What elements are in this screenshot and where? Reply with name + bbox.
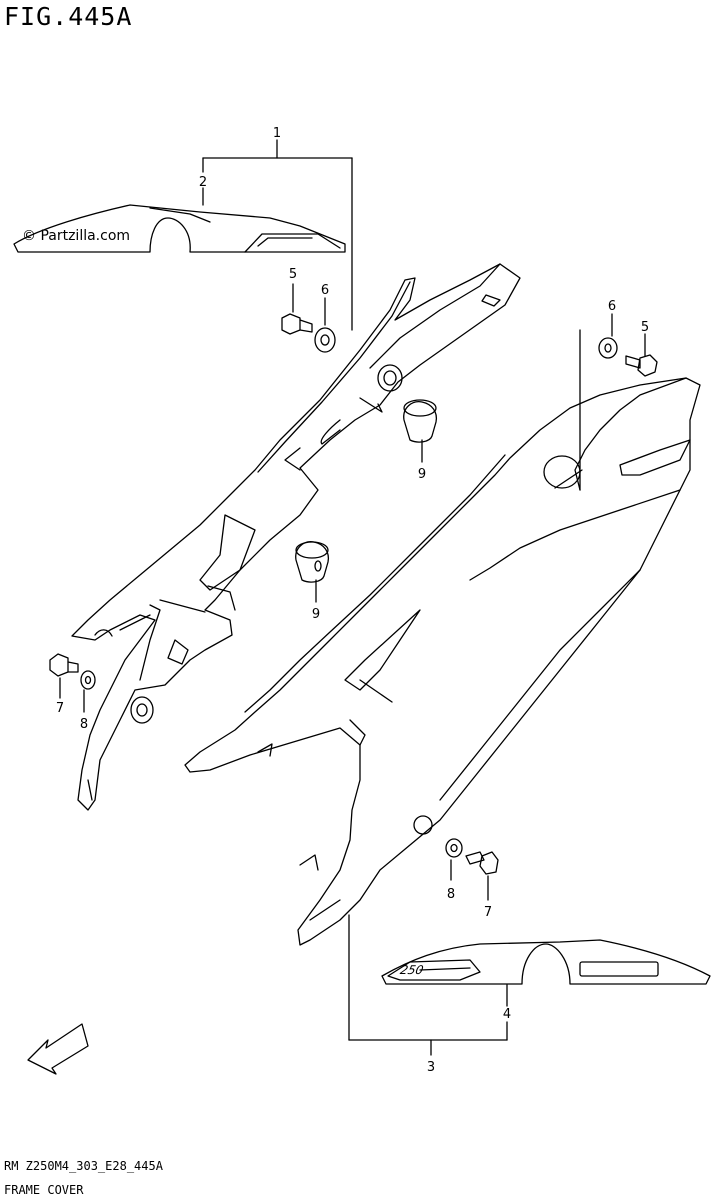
callout-9-lower: 9 xyxy=(312,607,320,622)
callout-6-left: 6 xyxy=(321,283,329,298)
washer-6-right xyxy=(598,313,618,359)
bolt-5-right xyxy=(625,333,658,377)
washer-8-right xyxy=(445,838,463,881)
spacer-9-upper xyxy=(403,399,438,463)
callout-7-left: 7 xyxy=(56,701,64,716)
watermark-text: © Partzilla.com xyxy=(22,228,130,244)
diagram-code: RM Z250M4_303_E28_445A xyxy=(4,1159,163,1173)
washer-6-left xyxy=(314,297,336,353)
frame-cover-left xyxy=(71,263,521,811)
callout-bracket-3 xyxy=(348,914,508,1056)
bolt-5-left xyxy=(281,283,313,335)
frame-cover-right xyxy=(184,329,701,946)
diagram-name: FRAME COVER xyxy=(4,1183,84,1197)
figure-title: FIG.445A xyxy=(4,2,133,31)
callout-7-right: 7 xyxy=(484,905,492,920)
decal-number-text: 250 xyxy=(399,963,425,977)
washer-8-left xyxy=(80,670,96,713)
fwd-label: FWD xyxy=(45,1039,76,1065)
fwd-arrow-icon xyxy=(27,1023,89,1075)
decal-left-part-2 xyxy=(13,204,346,253)
callout-5-left: 5 xyxy=(289,267,297,282)
callout-6-right: 6 xyxy=(608,299,616,314)
callout-4: 4 xyxy=(503,1007,511,1022)
callout-8-right: 8 xyxy=(447,887,455,902)
callout-5-right: 5 xyxy=(641,320,649,335)
callout-9-upper: 9 xyxy=(418,467,426,482)
callout-8-left: 8 xyxy=(80,717,88,732)
callout-bracket-1 xyxy=(202,139,353,331)
bolt-7-left xyxy=(49,653,79,699)
bolt-7-right xyxy=(465,851,499,901)
spacer-9-lower xyxy=(295,541,330,603)
callout-3: 3 xyxy=(427,1060,435,1075)
callout-1: 1 xyxy=(273,126,281,141)
decal-right-part-4 xyxy=(381,939,711,985)
callout-2: 2 xyxy=(199,175,207,190)
